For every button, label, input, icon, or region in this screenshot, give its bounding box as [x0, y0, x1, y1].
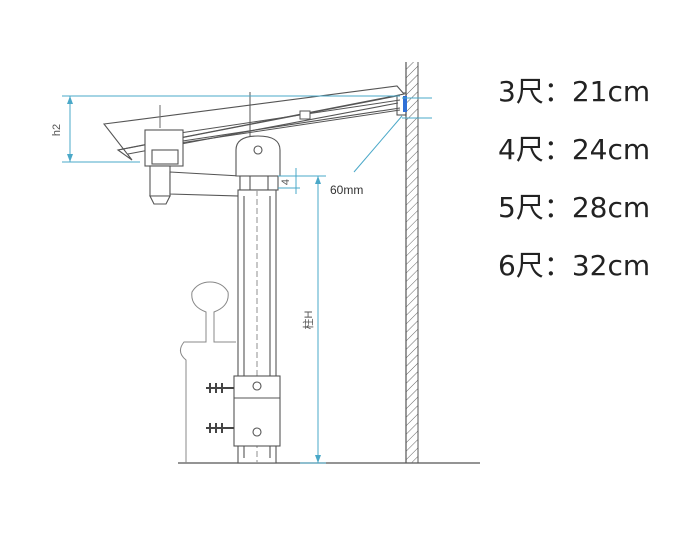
spec-size: 4尺	[498, 133, 544, 166]
spec-value: 28cm	[571, 191, 651, 224]
spec-separator: ：	[543, 249, 572, 282]
post-base-plate	[233, 375, 281, 447]
label-h2: h2	[51, 124, 63, 136]
gutter	[144, 105, 184, 167]
dimension-offset	[353, 97, 432, 173]
bollard-outline	[180, 281, 236, 463]
wall	[405, 62, 419, 463]
dimension-h2	[62, 95, 400, 163]
spec-size: 3尺	[498, 75, 544, 108]
spec-row: 3尺：21cm	[498, 70, 650, 128]
spec-separator: ：	[543, 191, 572, 224]
spec-separator: ：	[543, 133, 572, 166]
label-offset: 60mm	[330, 183, 363, 197]
label-gap: 4	[280, 179, 292, 185]
anchor-pins	[206, 383, 234, 433]
dimension-gap	[278, 168, 300, 194]
spec-size: 5尺	[498, 191, 544, 224]
downspout	[149, 165, 241, 205]
spec-row: 5尺：28cm	[498, 186, 650, 244]
spec-size: 6尺	[498, 249, 544, 282]
spec-value: 21cm	[571, 75, 651, 108]
dimension-post-height	[300, 175, 326, 464]
spec-row: 6尺：32cm	[498, 244, 650, 302]
size-spec-list: 3尺：21cm 4尺：24cm 5尺：28cm 6尺：32cm	[498, 70, 650, 302]
spec-value: 32cm	[571, 249, 651, 282]
spec-row: 4尺：24cm	[498, 128, 650, 186]
roof-beam	[159, 92, 401, 147]
spec-separator: ：	[543, 75, 572, 108]
label-post-height: 柱H	[301, 310, 315, 329]
spec-value: 24cm	[571, 133, 651, 166]
post-head	[235, 135, 281, 191]
